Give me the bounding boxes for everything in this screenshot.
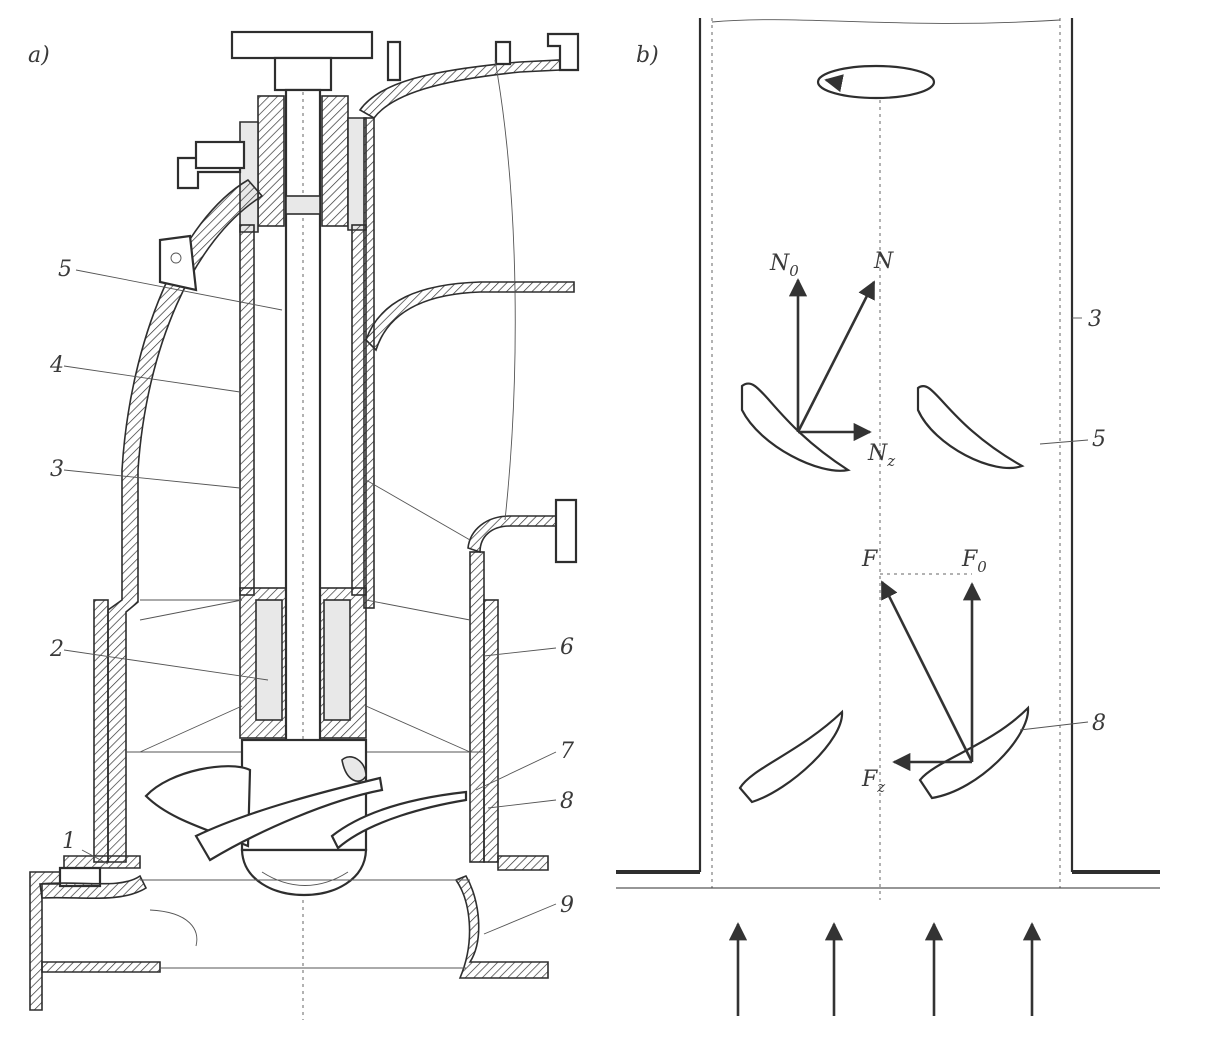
base-flange-left bbox=[63, 855, 141, 869]
casing-liner-left bbox=[93, 599, 109, 863]
label-8-b: 8 bbox=[1092, 711, 1106, 736]
suction-bell-left bbox=[39, 874, 148, 900]
panel-b-tag: b) bbox=[636, 43, 659, 68]
guide-vane-blade-left bbox=[740, 382, 851, 472]
vector-label-N0: N0 bbox=[769, 251, 799, 280]
lower-elbow-wall bbox=[467, 515, 561, 554]
vector-label-N: N bbox=[873, 249, 894, 274]
label-6-a: 6 bbox=[560, 635, 574, 660]
shaft-collar bbox=[285, 195, 321, 215]
rotation-arrow bbox=[824, 74, 844, 93]
label-4-a: 4 bbox=[49, 353, 64, 378]
runner-blade-right bbox=[330, 790, 468, 850]
nose-cone-band bbox=[261, 871, 349, 886]
leader-2 bbox=[63, 649, 269, 681]
gland-flange-left bbox=[239, 121, 259, 233]
elbow-contour-line bbox=[494, 59, 516, 521]
label-3-a: 3 bbox=[50, 457, 64, 482]
leader-3 bbox=[63, 469, 241, 489]
middle-elbow-wall bbox=[365, 281, 575, 352]
leader-5 bbox=[75, 269, 283, 311]
discharge-flange-3 bbox=[546, 32, 580, 72]
rotation-indicator bbox=[816, 64, 936, 100]
runner-nose-cone bbox=[240, 848, 368, 897]
leader-5-b bbox=[1039, 439, 1089, 445]
panel-a-tag: a) bbox=[28, 43, 50, 68]
bearing-bush-right bbox=[323, 599, 351, 721]
suction-bell-right bbox=[454, 875, 549, 979]
guide-vane-line-5 bbox=[365, 705, 471, 753]
coupling-hub bbox=[273, 56, 333, 92]
leader-4 bbox=[63, 365, 241, 393]
leader-6 bbox=[483, 647, 557, 657]
runner-blade-front bbox=[194, 776, 384, 862]
runner-blade-b-left bbox=[738, 709, 844, 804]
outer-casing-right-upper bbox=[363, 117, 375, 609]
leader-9 bbox=[483, 903, 557, 935]
outer-casing-right-lower bbox=[469, 551, 485, 863]
casing-liner-right bbox=[483, 599, 499, 863]
guide-vane-line-4 bbox=[139, 705, 243, 753]
discharge-flange-1 bbox=[386, 40, 402, 82]
base-flange-right bbox=[497, 855, 549, 871]
inlet-contour bbox=[149, 909, 198, 947]
label-3-b: 3 bbox=[1088, 307, 1102, 332]
upper-gland-right bbox=[321, 95, 349, 227]
leader-8 bbox=[487, 799, 557, 809]
vector-label-F: F bbox=[861, 547, 878, 572]
vector-F bbox=[880, 580, 974, 763]
panel-a-pump-section: a) 5 4 3 2 6 7 8 1 9 bbox=[28, 30, 580, 1020]
label-8-a: 8 bbox=[560, 789, 574, 814]
vector-label-Fz: Fz bbox=[861, 767, 885, 796]
channel-top-break bbox=[711, 19, 1061, 24]
label-9-a: 9 bbox=[560, 893, 574, 918]
vector-N bbox=[796, 280, 876, 433]
fitting-cap bbox=[194, 140, 246, 170]
guide-vane-line-3 bbox=[365, 599, 471, 621]
blade-root bbox=[341, 756, 367, 782]
label-1-a: 1 bbox=[62, 829, 76, 854]
leader-right-1 bbox=[365, 479, 471, 541]
vector-label-F0: F0 bbox=[961, 547, 987, 576]
leader-8-b bbox=[1019, 721, 1089, 731]
bearing-bush-left bbox=[255, 599, 283, 721]
label-7-a: 7 bbox=[560, 739, 574, 764]
guide-vane-line-2 bbox=[139, 599, 243, 621]
runner-blade-b-right bbox=[918, 705, 1030, 800]
coupling-plate bbox=[230, 30, 374, 60]
leader-7 bbox=[475, 751, 557, 791]
panel-b-force-diagram: b) 3 5 8 N0 N Nz F F0 Fz bbox=[616, 18, 1160, 1016]
column-tube-left bbox=[239, 224, 255, 596]
upper-gland-left bbox=[257, 95, 285, 227]
vector-label-Nz: Nz bbox=[867, 441, 895, 470]
label-5-b: 5 bbox=[1092, 427, 1106, 452]
lug-hole bbox=[170, 252, 182, 264]
elbow-flange bbox=[554, 498, 578, 564]
leader-1 bbox=[81, 849, 109, 865]
guide-vane-blade-right bbox=[916, 385, 1025, 469]
suction-floor-left bbox=[41, 961, 161, 973]
discharge-flange-2 bbox=[494, 40, 512, 66]
label-2-a: 2 bbox=[49, 637, 64, 662]
label-5-a: 5 bbox=[58, 257, 72, 282]
